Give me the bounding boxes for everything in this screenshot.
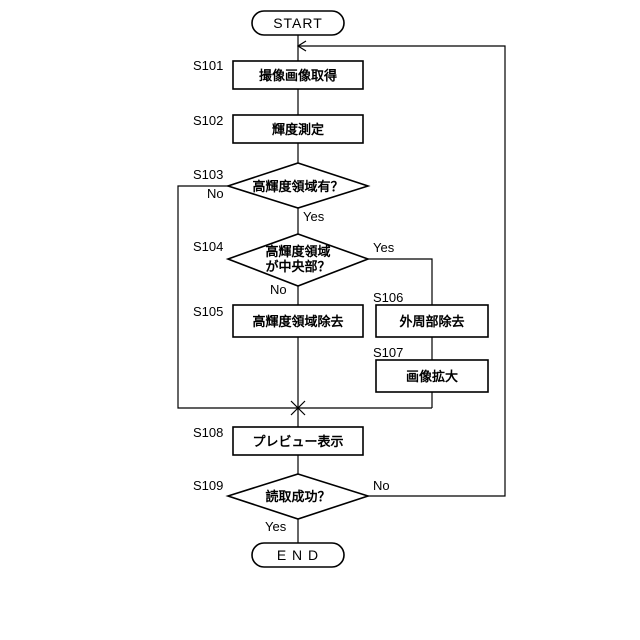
decision-label-s109: 読取成功？ xyxy=(265,489,330,505)
process-label-s107: 画像拡大 xyxy=(406,369,458,385)
process-label-s105: 高輝度領域除去 xyxy=(252,314,343,330)
step-s109: S109 読取成功？ No Yes xyxy=(193,474,390,534)
branch-label-s109-no: No xyxy=(373,478,390,493)
step-s104: S104 高輝度領域 が中央部？ Yes No xyxy=(193,234,395,297)
step-id-s105: S105 xyxy=(193,304,223,319)
step-id-s104: S104 xyxy=(193,239,223,254)
step-id-s103: S103 xyxy=(193,167,223,182)
step-id-s106: S106 xyxy=(373,290,403,305)
start-terminal: START xyxy=(252,11,344,35)
process-label-s102: 輝度測定 xyxy=(272,122,324,138)
step-s107: S107 画像拡大 xyxy=(373,345,488,392)
step-id-s102: S102 xyxy=(193,113,223,128)
process-label-s108: プレビュー表示 xyxy=(252,434,343,450)
process-label-s106: 外周部除去 xyxy=(398,314,464,330)
step-s103: S103 高輝度領域有？ No Yes xyxy=(193,163,368,224)
step-s106: S106 外周部除去 xyxy=(373,290,488,337)
step-id-s108: S108 xyxy=(193,425,223,440)
step-id-s109: S109 xyxy=(193,478,223,493)
end-label: E N D xyxy=(277,547,319,563)
branch-label-s103-yes: Yes xyxy=(303,209,325,224)
branch-label-s103-no: No xyxy=(207,186,224,201)
step-s101: S101 撮像画像取得 xyxy=(193,58,363,89)
branch-label-s104-no: No xyxy=(270,282,287,297)
step-s102: S102 輝度測定 xyxy=(193,113,363,143)
step-id-s107: S107 xyxy=(373,345,403,360)
end-terminal: E N D xyxy=(252,543,344,567)
branch-label-s104-yes: Yes xyxy=(373,240,395,255)
step-s108: S108 プレビュー表示 xyxy=(193,425,363,455)
connectors xyxy=(178,34,505,543)
decision-label-s103: 高輝度領域有？ xyxy=(252,179,343,195)
decision-label-s104-line2: が中央部？ xyxy=(265,259,330,275)
decision-label-s104-line1: 高輝度領域 xyxy=(265,244,330,260)
step-s105: S105 高輝度領域除去 xyxy=(193,304,363,337)
process-label-s101: 撮像画像取得 xyxy=(259,68,337,84)
branch-label-s109-yes: Yes xyxy=(265,519,287,534)
start-label: START xyxy=(273,15,323,31)
step-id-s101: S101 xyxy=(193,58,223,73)
